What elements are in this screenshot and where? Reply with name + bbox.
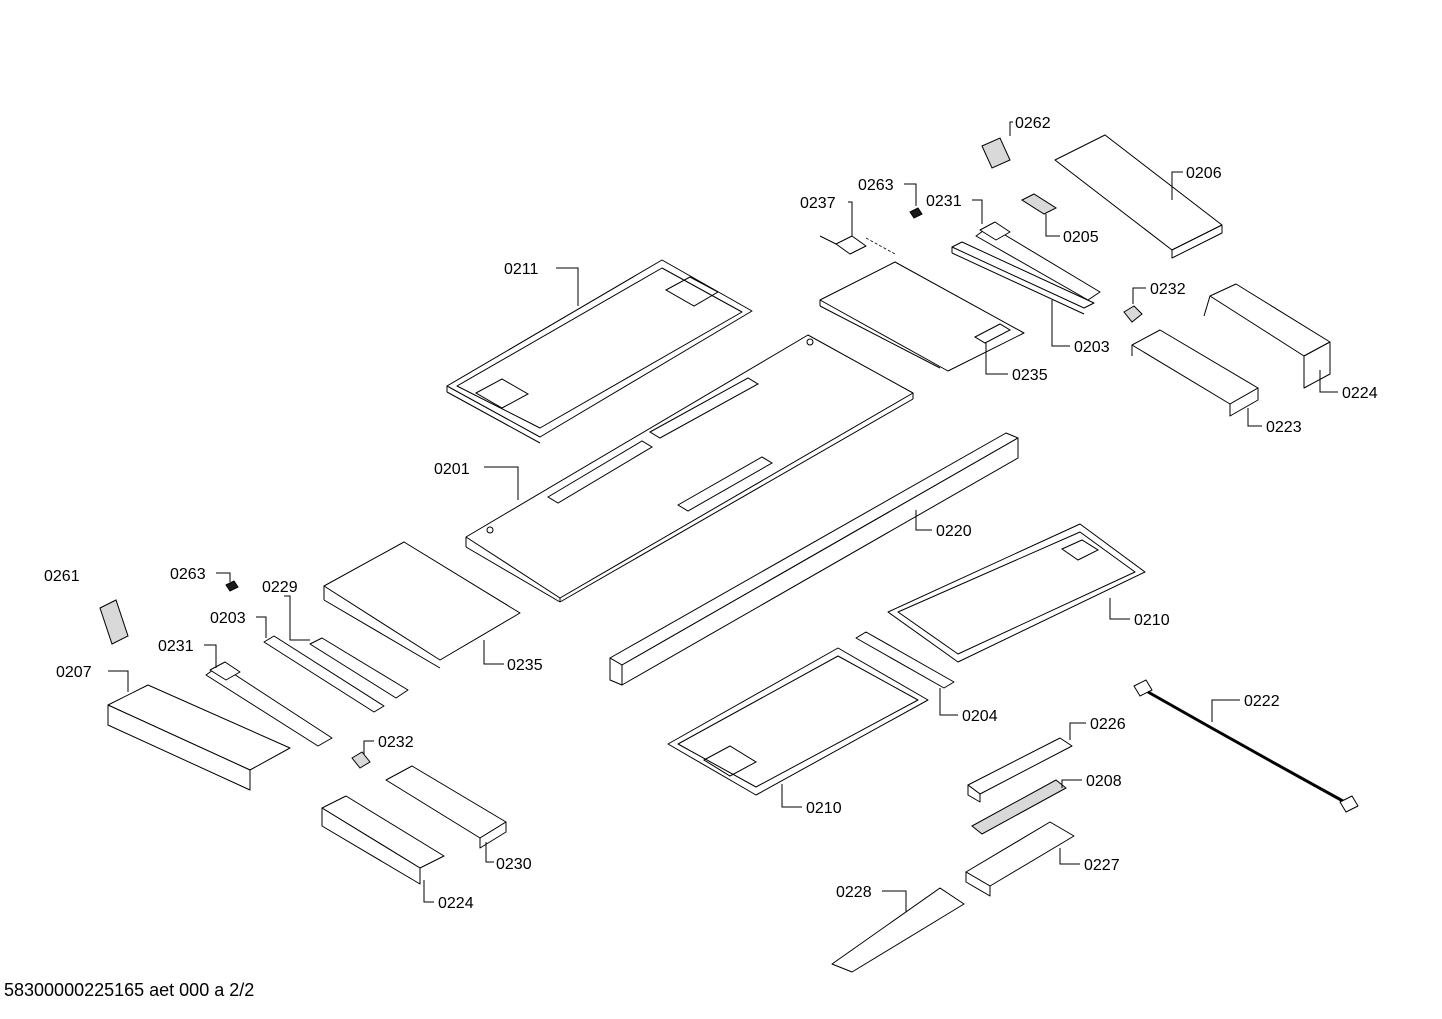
leader-0228 <box>882 890 907 912</box>
part-label-0263-lower: 0263 <box>170 566 206 583</box>
leader-0263-lower <box>216 572 231 582</box>
leader-0206 <box>1171 171 1183 200</box>
part-0231-slide-upper <box>975 221 1101 301</box>
part-0206-cover-upper <box>1054 134 1223 259</box>
part-0203-rail-upper <box>951 241 1095 315</box>
leader-0203-upper <box>1051 300 1070 347</box>
part-label-0263-upper: 0263 <box>858 177 894 194</box>
part-label-0203-upper: 0203 <box>1074 339 1110 356</box>
part-label-0204: 0204 <box>962 708 998 725</box>
leader-0204 <box>939 688 958 716</box>
part-label-0226: 0226 <box>1090 716 1126 733</box>
drawing-reference-footer: 58300000225165 aet 000 a 2/2 <box>4 980 255 1000</box>
leader-0208 <box>1061 779 1082 788</box>
part-label-0210-right: 0210 <box>1134 612 1170 629</box>
part-label-0207: 0207 <box>56 664 92 681</box>
part-0235-plate-lower <box>323 541 521 669</box>
part-0228-arm <box>831 887 965 973</box>
part-0231-slide-lower <box>205 661 333 747</box>
leader-0227 <box>1059 848 1080 865</box>
leader-0224-lower <box>423 880 434 903</box>
leader-0203-lower <box>256 616 267 638</box>
leader-0232-upper <box>1132 287 1146 304</box>
part-label-0231-upper: 0231 <box>926 193 962 210</box>
part-0232-clip-lower <box>351 751 371 769</box>
leader-0211 <box>556 267 579 306</box>
part-label-0211: 0211 <box>504 261 539 278</box>
part-label-0205: 0205 <box>1063 229 1099 246</box>
part-label-0220: 0220 <box>936 523 972 540</box>
part-label-0224-upper: 0224 <box>1342 385 1378 402</box>
part-label-0227: 0227 <box>1084 857 1120 874</box>
part-label-0206: 0206 <box>1186 165 1222 182</box>
leader-0207 <box>108 670 129 692</box>
leader-0226 <box>1069 722 1086 740</box>
part-0222-cable <box>1133 679 1359 813</box>
part-label-0261: 0261 <box>44 568 80 585</box>
leader-0262 <box>1009 121 1013 136</box>
leader-0232-lower <box>363 740 374 754</box>
part-0224-duct-lower <box>321 795 445 885</box>
part-0261-bracket <box>99 599 129 645</box>
part-0232-clip-upper <box>1123 305 1143 323</box>
leader-0237 <box>848 201 853 236</box>
part-label-0222: 0222 <box>1244 693 1280 710</box>
leader-0224-upper <box>1319 370 1338 393</box>
part-0235-plate-upper <box>819 261 1025 372</box>
part-0263-clip-lower <box>225 580 239 592</box>
leader-0231-lower <box>204 644 217 668</box>
part-0223-housing-upper <box>1131 329 1259 417</box>
part-0262-bracket <box>981 137 1011 169</box>
part-label-0224-lower: 0224 <box>438 895 474 912</box>
leader-0205 <box>1045 214 1060 237</box>
part-0227-grid-tray <box>965 821 1075 897</box>
part-label-0235-upper: 0235 <box>1012 367 1048 384</box>
part-0237-switch <box>819 235 896 255</box>
leader-0235-upper <box>985 342 1008 375</box>
leader-0210-right <box>1109 598 1130 620</box>
part-label-0232-upper: 0232 <box>1150 281 1186 298</box>
part-label-0237: 0237 <box>800 195 836 212</box>
part-0211-filter-panel <box>446 259 753 444</box>
part-label-0203-lower: 0203 <box>210 610 246 627</box>
leader-0230 <box>485 842 494 863</box>
leader-0235-lower <box>483 640 504 665</box>
part-label-0223: 0223 <box>1266 419 1302 436</box>
part-0208-strip <box>971 779 1067 835</box>
leader-0220 <box>915 510 932 531</box>
part-0201-main-cover <box>465 334 914 603</box>
part-0210-filter-right <box>887 523 1146 663</box>
leader-0263-upper <box>904 183 917 206</box>
part-label-0229: 0229 <box>262 579 298 596</box>
part-label-0232-lower: 0232 <box>378 734 414 751</box>
part-label-0208: 0208 <box>1086 773 1122 790</box>
part-0207-cover-lower <box>107 684 291 791</box>
part-label-0228: 0228 <box>836 884 872 901</box>
part-label-0201: 0201 <box>434 461 470 478</box>
leader-0231-upper <box>972 199 983 224</box>
part-label-0235-lower: 0235 <box>507 657 543 674</box>
part-0205-plate <box>1020 193 1058 215</box>
leader-0222 <box>1211 699 1240 722</box>
part-label-0231-lower: 0231 <box>158 638 194 655</box>
leader-0201 <box>484 466 519 500</box>
part-0220-long-bar <box>609 432 1019 686</box>
part-0230-housing-lower <box>385 765 507 849</box>
part-0263-clip-upper <box>909 207 923 219</box>
part-0204-frame <box>855 631 955 689</box>
part-0203-rail-lower <box>263 635 385 713</box>
part-label-0210-left: 0210 <box>806 800 842 817</box>
part-0210-filter-left <box>667 647 929 796</box>
part-label-0262: 0262 <box>1015 115 1051 132</box>
part-0224-duct-upper <box>1203 283 1331 389</box>
part-0226-tray <box>967 737 1073 803</box>
leader-0223 <box>1247 408 1262 427</box>
leader-0229 <box>284 595 310 641</box>
leader-0210-left <box>781 784 802 808</box>
part-label-0230: 0230 <box>496 856 532 873</box>
part-0229-slide <box>309 637 409 699</box>
